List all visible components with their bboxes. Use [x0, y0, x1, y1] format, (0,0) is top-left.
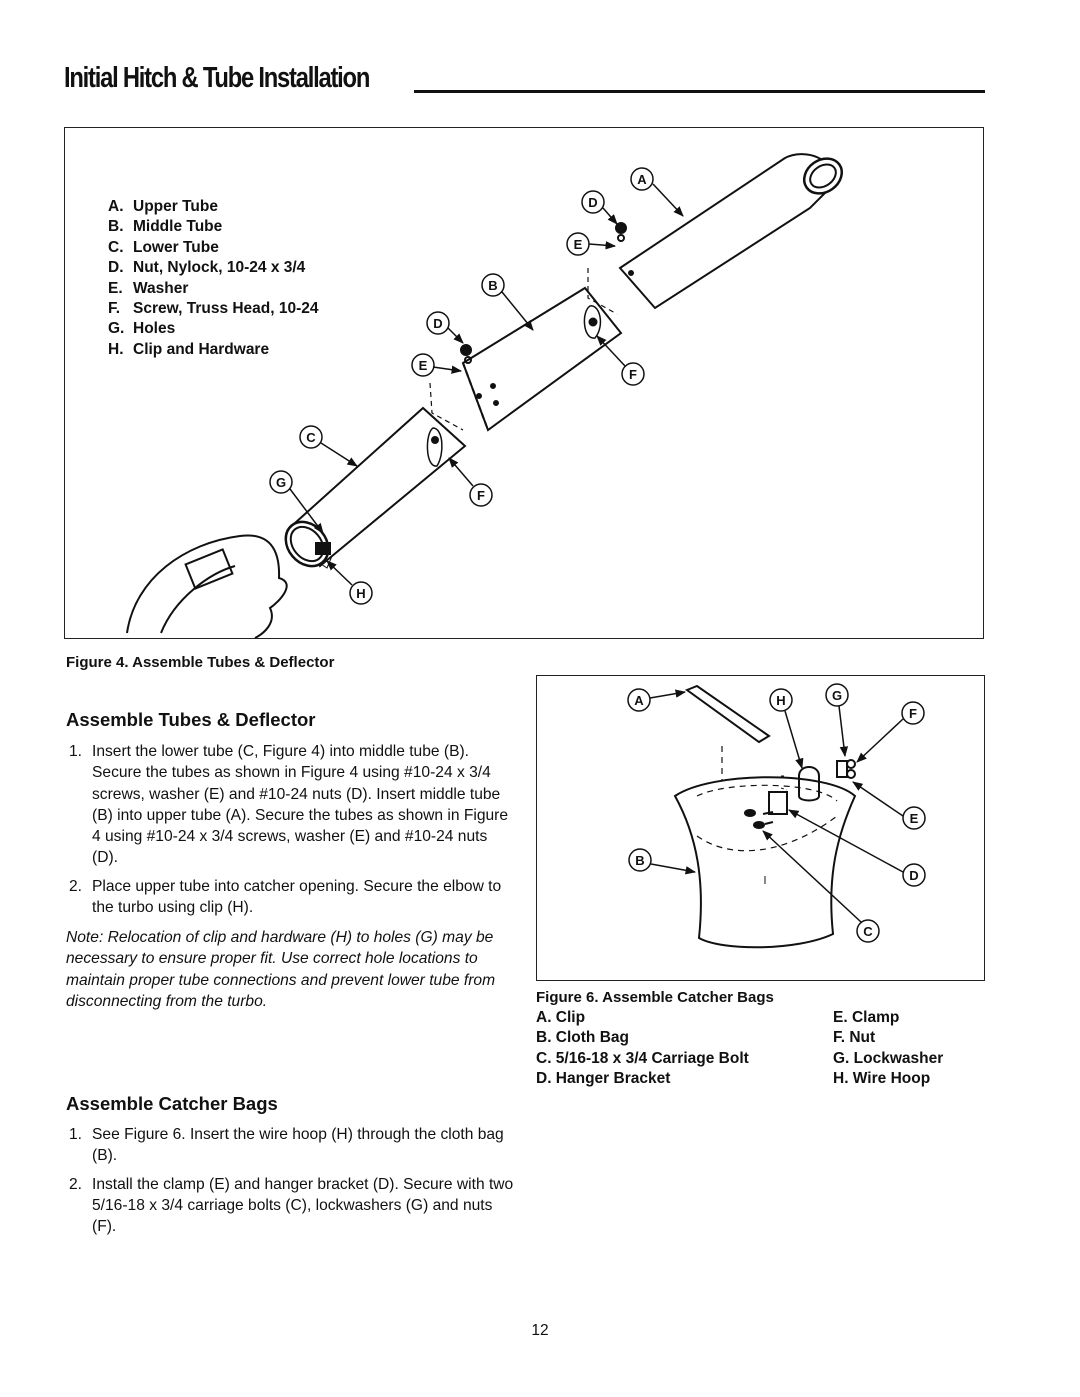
callout-c: C [306, 430, 316, 445]
callout-d: D [909, 868, 918, 883]
page-title: Initial Hitch & Tube Installation [64, 62, 370, 94]
legend-item: A.Upper Tube [108, 198, 218, 215]
page-number: 12 [531, 1322, 549, 1339]
callout-b: B [635, 853, 644, 868]
section-heading: Assemble Tubes & Deflector [66, 709, 316, 730]
wire-hoop [798, 766, 820, 802]
section-heading: Assemble Catcher Bags [66, 1093, 278, 1114]
figure-6-illustration: A H G F E B D C [627, 683, 926, 949]
figure-4-caption: Figure 4. Assemble Tubes & Deflector [66, 654, 335, 671]
figure-6-caption: Figure 6. Assemble Catcher Bags [536, 989, 774, 1006]
hanger-bracket [768, 791, 788, 815]
cloth-bag [673, 776, 857, 949]
callout-f: F [477, 488, 485, 503]
callout-e: E [910, 811, 919, 826]
callout-h: H [356, 586, 365, 601]
figure-4-frame: A D E B D E F C G F H [64, 127, 984, 639]
callout-e: E [419, 358, 428, 373]
callout-a: A [634, 693, 644, 708]
step-list: 1.See Figure 6. Insert the wire hoop (H)… [66, 1124, 516, 1244]
legend-item: D.Nut, Nylock, 10-24 x 3/4 [108, 259, 306, 277]
step-item: 1.Insert the lower tube (C, Figure 4) in… [69, 743, 509, 867]
figure-4-legend: A.Upper Tube B.Middle Tube C.Lower Tube … [108, 197, 319, 360]
turbo-label-plate [184, 548, 234, 590]
figure-6-frame: A H G F E B D C [536, 675, 985, 981]
step-list: 1.Insert the lower tube (C, Figure 4) in… [66, 741, 516, 925]
callout-f: F [909, 706, 917, 721]
callout-f: F [629, 367, 637, 382]
callout-g: G [276, 475, 286, 490]
callout-g: G [832, 688, 842, 703]
callout-d: D [433, 316, 442, 331]
callout-d: D [588, 195, 597, 210]
legend-item: G.Holes [108, 320, 176, 338]
callout-e: E [574, 237, 583, 252]
turbo-housing [126, 534, 288, 639]
clip-part [684, 684, 771, 744]
legend-item: E.Washer [108, 279, 189, 297]
callout-h: H [776, 693, 785, 708]
clamp [836, 760, 848, 778]
step-item: 2.Place upper tube into catcher opening.… [69, 877, 502, 917]
note-text: Note: Relocation of clip and hardware (H… [66, 929, 496, 1010]
legend-item: F.Screw, Truss Head, 10-24 [108, 300, 319, 318]
legend-item: B.Middle Tube [108, 218, 223, 236]
figure-4-illustration: A D E B D E F C G F H [126, 153, 844, 639]
callout-a: A [637, 172, 647, 187]
title-rule [414, 90, 985, 93]
callout-b: B [488, 278, 497, 293]
callout-c: C [863, 924, 873, 939]
legend-item: H.Clip and Hardware [108, 340, 270, 358]
clip-hardware [315, 542, 331, 555]
step-item: 1.See Figure 6. Insert the wire hoop (H)… [69, 1126, 504, 1165]
step-item: 2.Install the clamp (E) and hanger brack… [69, 1175, 514, 1236]
legend-item: C.Lower Tube [108, 238, 219, 256]
